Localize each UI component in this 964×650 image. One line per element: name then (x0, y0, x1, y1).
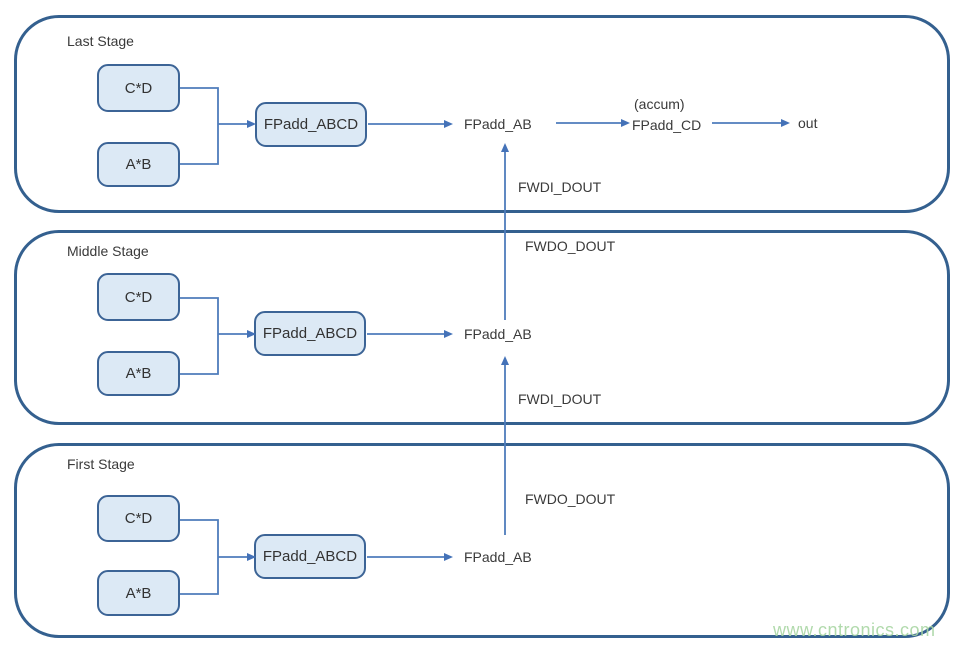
fpadd-ab-label-last: FPadd_AB (464, 116, 532, 132)
mult-cd-box-middle: C*D (97, 273, 180, 321)
accum-note: (accum) (634, 96, 685, 112)
stage-first: First Stage FWDO_DOUT C*D A*B FPadd_ABCD… (14, 443, 950, 638)
stage-middle: Middle Stage FWDO_DOUT C*D A*B FPadd_ABC… (14, 230, 950, 425)
fpadd-abcd-label: FPadd_ABCD (262, 548, 358, 565)
fpadd-abcd-label: FPadd_ABCD (262, 325, 358, 342)
out-label: out (798, 115, 818, 131)
stage-first-label: First Stage (67, 456, 135, 472)
mult-cd-label: C*D (124, 510, 153, 527)
mult-cd-box-last: C*D (97, 64, 180, 112)
mult-ab-label: A*B (125, 584, 152, 602)
mult-cd-box-first: C*D (97, 495, 180, 542)
fpadd-ab-label-middle: FPadd_AB (464, 326, 532, 342)
stage-middle-label: Middle Stage (67, 243, 149, 259)
fpadd-abcd-box-middle: FPadd_ABCD (254, 311, 366, 356)
mult-ab-label: A*B (125, 156, 152, 173)
fwdo-dout-label-first: FWDO_DOUT (525, 491, 616, 507)
mult-cd-label: C*D (124, 79, 153, 97)
mult-ab-box-first: A*B (97, 570, 180, 616)
fpadd-abcd-box-last: FPadd_ABCD (255, 102, 367, 147)
fpadd-abcd-box-first: FPadd_ABCD (254, 534, 366, 579)
stage-last-label: Last Stage (67, 33, 134, 49)
mult-ab-label: A*B (125, 365, 152, 382)
fwdi-dout-label-last: FWDI_DOUT (518, 179, 602, 195)
mult-ab-box-last: A*B (97, 142, 180, 187)
mult-ab-box-middle: A*B (97, 351, 180, 396)
fpadd-cd-label: FPadd_CD (632, 117, 702, 133)
fpadd-abcd-label: FPadd_ABCD (263, 116, 359, 133)
stage-last: Last Stage C*D A*B FPadd_ABCD FPadd_AB (… (14, 15, 950, 213)
fpadd-ab-label-first: FPadd_AB (464, 549, 532, 565)
watermark: www.cntronics.com (773, 620, 936, 640)
fwdi-dout-label-middle: FWDI_DOUT (518, 391, 602, 407)
fwdo-dout-label-middle: FWDO_DOUT (525, 238, 616, 254)
mult-cd-label: C*D (124, 288, 153, 306)
